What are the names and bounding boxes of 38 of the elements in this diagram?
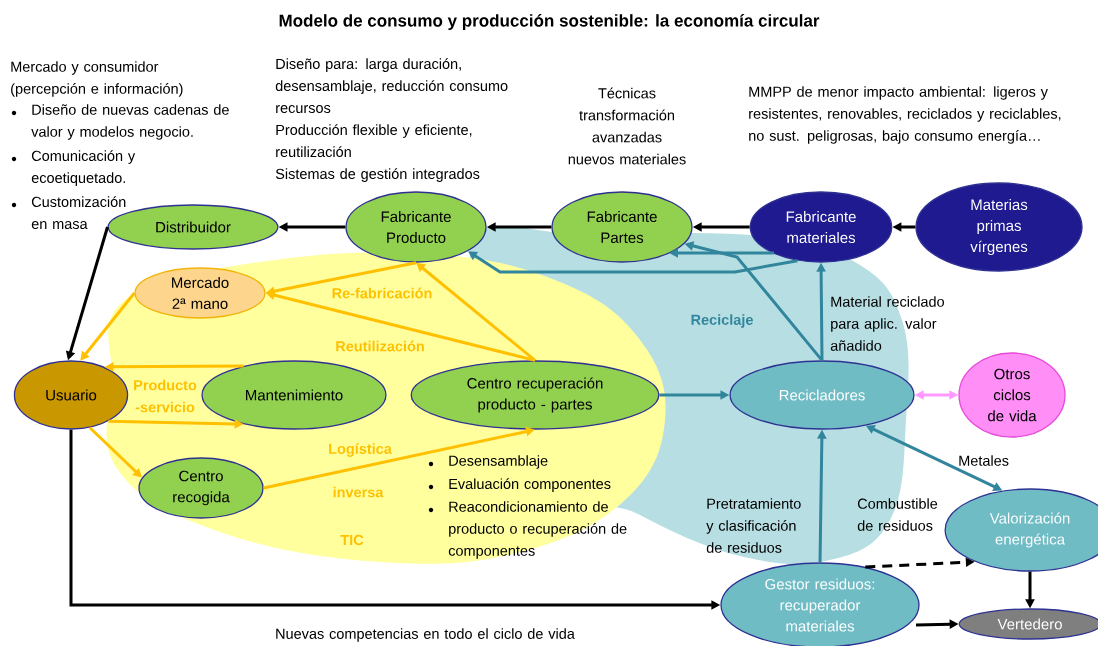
bullet-item: Evaluación componentes [428,478,611,492]
flow-label: Re-fabricación [332,287,432,299]
ellipse-node: Vertedero [958,608,1098,640]
flow-label: TIC [340,534,364,546]
flow-label: Reciclaje [691,314,753,328]
flow-label: inversa [333,486,384,498]
flow-label: Producto -servicio [134,379,197,413]
note-text: Diseño para: larga duración, desensamblaje, reducción consumo recursos [275,58,508,113]
flow-label: Reutilización [336,340,424,352]
note-text: Nuevas competencias en todo el ciclo de vida [276,628,575,642]
arrow [468,251,798,274]
ellipse-node: Usuario [13,360,129,430]
ellipse-node: Otros ciclos de vida [958,352,1066,438]
ellipse-node: Gestor residuos: recuperador materiales [720,562,920,646]
note-text: Material reciclado para aplic. valor añadido [830,296,944,351]
note-text: Mercado y consumidor (percepción e información) [11,61,183,97]
bullet-item: Diseño de nuevas cadenas de valor y modelos negocio. [11,104,229,140]
ellipse-node: Fabricante Producto [345,191,487,263]
bullet-item: Comunicación y ecoetiquetado. [11,150,136,186]
ellipse-node: Recicladores [729,360,915,430]
note-text: Producción flexible y eficiente, reutilización [276,124,472,157]
title: Modelo de consumo y producción sostenible: la economía circular [279,14,820,30]
ellipse-node: Fabricante Partes [551,191,693,263]
note-text: Sistemas de gestión integrados [275,168,480,182]
bullet-item: Desensamblaje [428,455,548,469]
ellipse-node: Centro recogida [138,457,264,519]
ellipse-node: Centro recuperación producto - partes [410,360,660,430]
ellipse-node: Fabricante materiales [749,191,893,263]
flow-label: Logística [329,443,392,457]
note-text: Combustible de residuos [857,498,938,531]
ellipse-node: Valorización energética [944,488,1098,572]
ellipse-node: Mantenimiento [201,360,387,430]
bullet-item: Reacondicionamiento de producto o recuperación de componentes [428,501,627,559]
ellipse-node: Mercado 2ª mano [134,267,266,319]
note-text: Metales [959,455,1009,466]
note-text: MMPP de menor impacto ambiental: ligeros y resistentes, renovables, reciclados y reciclables, no sust. peligrosas, bajo consumo energía… [749,86,1061,144]
note-text: Técnicas transformación avanzadas nuevos materiales [568,87,686,165]
ellipse-node: Materias primas vírgenes [915,182,1083,272]
